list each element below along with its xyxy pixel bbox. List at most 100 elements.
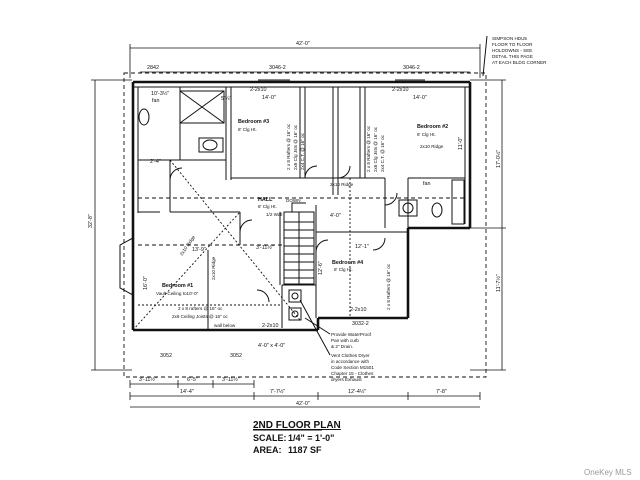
header-d: 2-2x10: [262, 323, 278, 329]
bedroom-1-rafters: 2 x 8 rafters @ 16" oc: [178, 306, 223, 311]
bath-1-fixtures: [138, 90, 225, 153]
bedroom-3-ceiling: 8' Clg Ht.: [238, 127, 257, 132]
scale-label: SCALE:: [253, 433, 287, 443]
dim-right-upper: 17'-0½": [495, 150, 502, 168]
dim-right-lower: 11'-7½": [495, 274, 502, 292]
joists-a: 2x6 Clg Jsts @ 16" oc: [293, 124, 298, 170]
onekey-watermark: OneKey MLS: [584, 468, 632, 477]
windows: [145, 79, 425, 331]
plan-title-block: 2ND FLOOR PLAN SCALE: 1/4" = 1'-0" AREA:…: [253, 420, 341, 455]
dim-12-1: 12'-1": [355, 244, 369, 250]
dim-14-0-a: 14'-0": [262, 95, 276, 101]
fan-2-label: fan: [423, 181, 431, 187]
bedroom-4-ceiling: 8' Clg Ht.: [334, 267, 353, 272]
rafters-a: 2 x 8 Rafters @ 16" oc: [286, 123, 291, 170]
holdown-perimeter: [123, 72, 487, 378]
dim-top-b: 3046-2: [269, 65, 286, 71]
dim-16-0: 16'-0": [143, 276, 149, 290]
dim-2-4: 2'-4": [150, 159, 161, 165]
holdown-note-line-1: SIMPSON HDU5: [492, 36, 527, 41]
bedroom-3-name: Bedroom #3: [238, 119, 269, 125]
plan-title: 2ND FLOOR PLAN: [253, 420, 341, 431]
rafters-b: 2 x 8 Rafters @ 16" oc: [366, 125, 371, 172]
holdown-note-line-2: FLOOR TO FLOOR: [492, 42, 533, 47]
dim-left-text: 32'-8": [88, 214, 94, 228]
dimension-bottom: 3'-11½" 6'-5" 3'-11½" 14'-4" 7'-7½" 12'-…: [129, 376, 481, 408]
dryer-note-line-4: Vent Clothes Dryer: [331, 353, 370, 358]
ct-a: 2x4 C.T. @ 16" oc: [300, 132, 305, 170]
ct-b: 2x4 C.T. @ 16" oc: [380, 134, 385, 172]
roof-framing-lines: [132, 159, 465, 331]
window-3032: 3032-2: [352, 321, 369, 327]
dim-bottom-1: 3'-11½": [139, 376, 157, 383]
dryer-note-line-7: Chapter 15 - Clothes: [331, 371, 374, 376]
toilet-1-icon: [138, 108, 150, 126]
dryer-note-line-1: Provide WaterProof: [331, 332, 372, 337]
dim-11-0: 11'-0": [458, 137, 464, 150]
bedroom-1-wall-below: wall below: [214, 323, 236, 328]
dim-top-c: 3046-2: [403, 65, 420, 71]
bath-2-fixtures: [398, 179, 465, 225]
hall-name: HALL: [258, 197, 273, 203]
bath-1-width: 10'-3½": [151, 90, 169, 97]
ridge-a: 2x10 Ridge: [420, 144, 444, 149]
rafters-c: 2 x 8 Rafters @ 16" oc: [386, 263, 391, 310]
dim-12-6: 12'-6": [318, 261, 324, 275]
staircase: [283, 202, 315, 285]
dryer-note-line-6: Code Section M1501: [331, 365, 374, 370]
dimension-right-side: 17'-0½" 11'-7½": [470, 79, 506, 371]
dim-13-9: 13'-9": [192, 247, 206, 253]
dimension-left-side: 32'-8": [88, 79, 132, 371]
dimension-overall-top: 42'-0": [129, 41, 481, 78]
dim-bottom-3: 3'-11½": [222, 376, 240, 383]
holdown-note-line-4: DETAIL THIS PAGE: [492, 54, 533, 59]
dryer-note-line-8: dryers Exhaust: [331, 377, 362, 382]
fan-1-label: fan: [152, 98, 160, 104]
dim-3-11: 3'-11½": [256, 244, 274, 251]
area-label: AREA:: [253, 445, 282, 455]
toilet-2-icon: [431, 202, 443, 218]
stairs-down: DOWN: [286, 198, 301, 203]
dryer-note-line-5: in accordance with: [331, 359, 369, 364]
dim-overall-bottom-text: 42'-0": [296, 401, 310, 407]
bedroom-2-name: Bedroom #2: [417, 124, 448, 130]
dryer-note-line-3: & 2" Drain.: [331, 344, 353, 349]
holdown-note-line-5: AT EACH BLDG CORNER: [492, 60, 547, 65]
door-swings: [169, 165, 398, 303]
scale-value: 1/4" = 1'-0": [288, 433, 334, 443]
laundry-appliances: [288, 289, 302, 321]
bedroom-4-name: Bedroom #4: [332, 260, 363, 266]
dim-bottom-7: 7'-8": [436, 389, 447, 395]
dim-4-0-x-4-0: 4'-0" x 4'-0": [258, 343, 285, 349]
window-3052-b: 3052: [230, 353, 242, 359]
header-a: 2-2x10: [250, 87, 266, 93]
bedroom-1-ceiling: Vault Ceiling to10'-0": [156, 291, 199, 296]
dim-5-5: 5'¼": [221, 96, 232, 102]
dim-4-0: 4'-0": [330, 213, 341, 219]
dim-top-a: 2842: [147, 65, 159, 71]
ridge-d: 2x10 Ridge: [211, 256, 216, 280]
bedroom-1-name: Bedroom #1: [162, 283, 193, 289]
sink-1-icon: [202, 139, 218, 151]
holdown-note-line-3: HOLDOWNS - SEE: [492, 48, 532, 53]
dim-bottom-6: 12'-4½": [348, 388, 366, 395]
room-labels: 10'-3½" fan 5'¼" 2-2x10 14'-0" Bedroom #…: [143, 87, 464, 329]
header-c: 2-2x10: [350, 307, 366, 313]
dryer-note: Provide WaterProof Pan with curb & 2" Dr…: [299, 299, 374, 382]
hall-ceiling: 8' Clg Ht.: [258, 204, 277, 209]
dimension-top-windows: 2842 3046-2 3046-2: [140, 65, 470, 73]
ridge-b: 2x10 Ridge: [330, 182, 354, 187]
dim-overall-top-text: 42'-0": [296, 41, 310, 47]
dim-bottom-5: 7'-7½": [270, 388, 285, 395]
sink-2-icon: [402, 202, 414, 214]
interior-walls: [138, 87, 465, 328]
holdown-note: SIMPSON HDU5 FLOOR TO FLOOR HOLDOWNS - S…: [482, 35, 547, 77]
header-b: 2-2x10: [392, 87, 408, 93]
bedroom-2-ceiling: 8' Clg Ht.: [417, 132, 436, 137]
dim-bottom-2: 6'-5": [187, 377, 198, 383]
joists-b: 2x6 Clg Jsts @ 16" oc: [373, 126, 378, 172]
half-wall: 1/2 Wall: [266, 212, 282, 217]
dryer-note-line-2: Pan with curb: [331, 338, 359, 343]
